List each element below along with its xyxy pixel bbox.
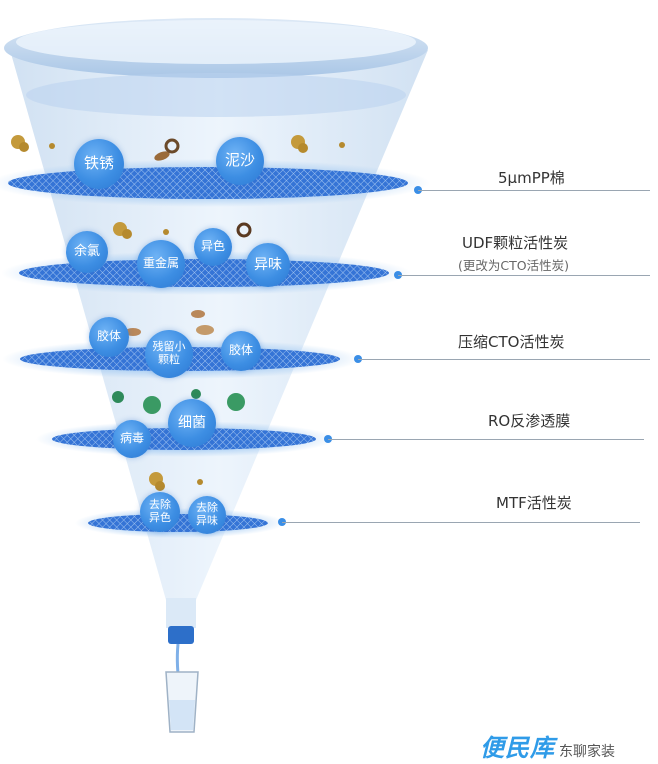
odd-taste-bubble: 异味 [246, 243, 290, 287]
stage-2-leader [398, 275, 650, 276]
stage-1-leader [418, 190, 650, 191]
funnel-spout [166, 598, 196, 628]
water-surface [26, 73, 406, 117]
microbe-icons [112, 389, 245, 414]
stage-2-label: UDF颗粒活性炭 [462, 234, 569, 252]
heavy-metals-bubble: 重金属 [137, 240, 185, 288]
filter-layer-5 [75, 508, 285, 538]
stage-5-leader [282, 522, 640, 523]
sediment-particles [11, 135, 345, 491]
remove-taste-bubble: 去除异味 [188, 496, 226, 534]
virus-bubble: 病毒 [113, 420, 151, 458]
stage-4-label: RO反渗透膜 [488, 412, 571, 430]
colloid-left-bubble: 胶体 [89, 317, 129, 357]
stage-3-leader [358, 359, 650, 360]
bacteria-bubble: 细菌 [168, 399, 216, 447]
watermark-brand: 便民库 [480, 734, 555, 762]
silt-bubble: 泥沙 [216, 137, 264, 185]
watermark: 便民库东聊家装 [480, 728, 615, 763]
stage-1-label: 5μmPP棉 [498, 169, 565, 187]
remove-color-bubble: 去除异色 [140, 492, 180, 532]
residual-particles-bubble: 残留小颗粒 [145, 330, 193, 378]
stage-4-leader [328, 439, 644, 440]
stage-5-label: MTF活性炭 [496, 494, 572, 512]
stage-3-label: 压缩CTO活性炭 [458, 333, 565, 351]
iron-rust-bubble: 铁锈 [74, 139, 124, 189]
filter-layer-1 [0, 159, 430, 207]
stage-2-note: (更改为CTO活性炭) [458, 258, 569, 273]
watermark-source: 东聊家装 [559, 744, 615, 760]
spout-cap [168, 626, 194, 644]
residual-chlorine-bubble: 余氯 [66, 231, 108, 273]
odd-color-bubble: 异色 [194, 228, 232, 266]
colloid-right-bubble: 胶体 [221, 331, 261, 371]
